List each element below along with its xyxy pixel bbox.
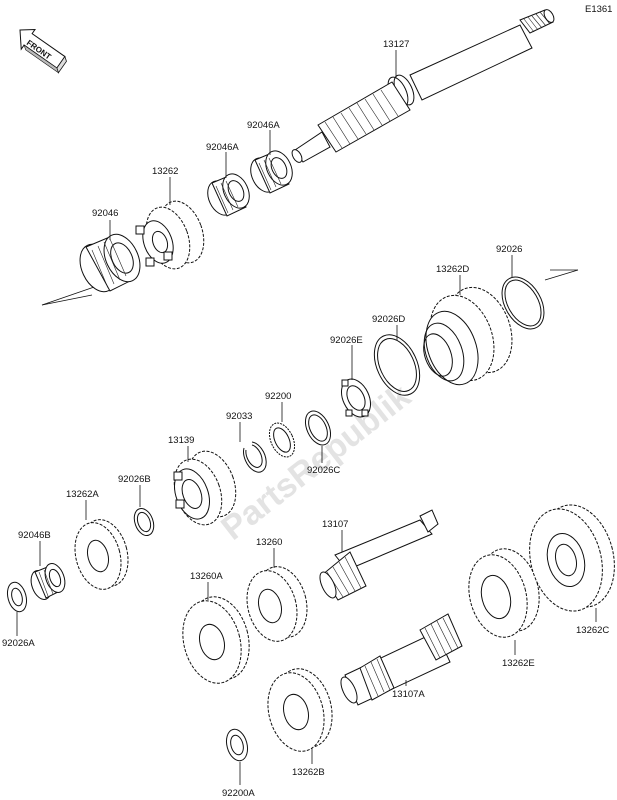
shaft-13107 xyxy=(319,509,439,601)
label-92200: 92200 xyxy=(265,391,291,402)
label-13262: 13262 xyxy=(152,166,178,177)
ring-92026d xyxy=(373,334,421,396)
axis-line xyxy=(41,284,101,306)
label-13127: 13127 xyxy=(383,39,409,50)
label-92033: 92033 xyxy=(226,411,252,422)
label-13260a: 13260A xyxy=(190,571,223,582)
label-92026a: 92026A xyxy=(2,638,35,649)
gear-13262c xyxy=(529,504,615,612)
bushing-92200 xyxy=(268,422,296,458)
label-92046a-left: 92046A xyxy=(206,142,239,153)
needle-bearing-92046a xyxy=(207,173,250,217)
label-92046: 92046 xyxy=(92,208,118,219)
label-13262b: 13262B xyxy=(292,767,325,778)
label-92026d: 92026D xyxy=(372,314,405,325)
watermark-text: PartsRepublik xyxy=(214,377,418,548)
label-92026c: 92026C xyxy=(307,465,340,476)
axis-line xyxy=(41,294,93,306)
lock-washer-92026e xyxy=(340,378,372,418)
label-92200a: 92200A xyxy=(222,788,255,799)
gear-13262a xyxy=(74,519,129,590)
label-13107a: 13107A xyxy=(392,689,425,700)
label-92026b: 92026B xyxy=(118,474,151,485)
front-arrow-icon: FRONT xyxy=(19,28,67,74)
label-13262a: 13262A xyxy=(66,489,99,500)
shaft-13107a xyxy=(340,613,463,706)
gear-13260a xyxy=(182,596,250,684)
label-13262c: 13262C xyxy=(576,625,609,636)
ring-92026a xyxy=(6,581,28,613)
shaft-13127 xyxy=(291,9,555,163)
ring-92026 xyxy=(501,276,545,330)
needle-bearing-92046 xyxy=(79,233,141,293)
gear-13262 xyxy=(135,200,205,270)
axis-line xyxy=(544,269,579,281)
label-13262d: 13262D xyxy=(436,264,469,275)
diagram-code: E1361 xyxy=(585,4,612,15)
gear-13262d xyxy=(423,286,513,386)
gear-13262b xyxy=(267,668,333,752)
circlip-92033 xyxy=(243,441,267,473)
label-92046a-right: 92046A xyxy=(247,120,280,131)
ring-92026b xyxy=(133,507,155,537)
label-92026: 92026 xyxy=(496,244,522,255)
needle-bearing-92046a xyxy=(250,150,293,194)
label-13139: 13139 xyxy=(168,435,194,446)
ring-92026c xyxy=(304,410,332,446)
gear-13260 xyxy=(246,566,308,642)
label-13260: 13260 xyxy=(256,537,282,548)
gear-13139 xyxy=(173,450,237,526)
label-92026e: 92026E xyxy=(330,335,363,346)
label-92046b: 92046B xyxy=(18,530,51,541)
label-13262e: 13262E xyxy=(502,658,535,669)
gear-13262e xyxy=(468,548,540,638)
ring-92200a xyxy=(225,728,249,762)
needle-bearing-92046b xyxy=(30,563,66,600)
label-13107: 13107 xyxy=(322,519,348,530)
